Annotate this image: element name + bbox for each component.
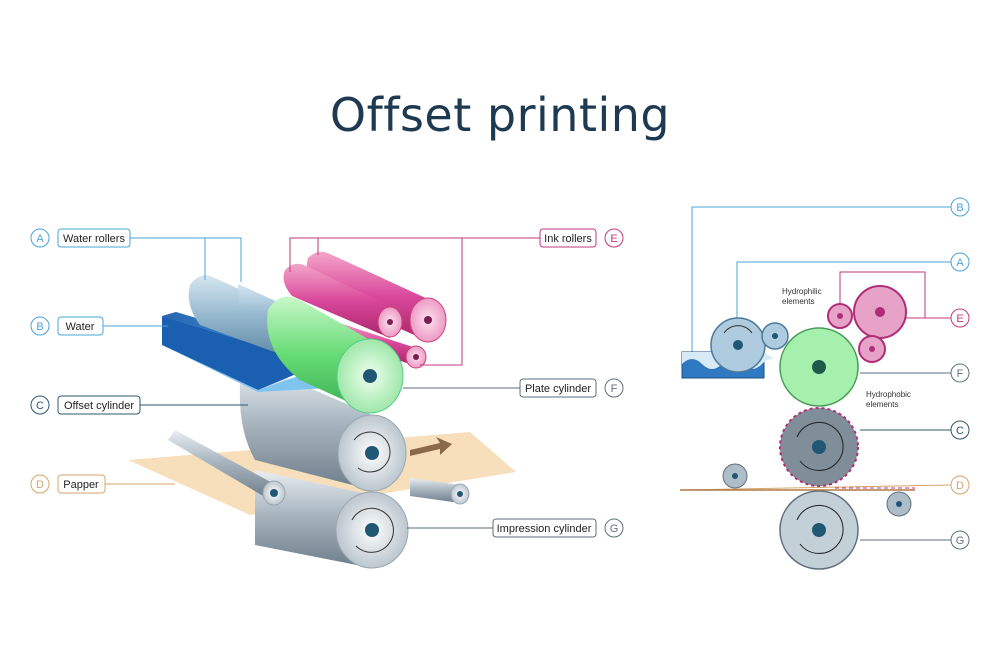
schematic-letter-a: A (950, 252, 970, 272)
hydrophobic-line2: elements (866, 400, 898, 409)
label-e-text: Ink rollers (544, 233, 592, 245)
label-g-letter: G (610, 523, 619, 535)
label-f-text: Plate cylinder (525, 383, 591, 395)
schematic-water-roller-large (710, 317, 766, 373)
label-b-text: Water (66, 321, 95, 333)
paper-guide-roller (168, 430, 286, 506)
plate-cylinder (267, 296, 404, 414)
schematic-plate-cylinder (779, 327, 859, 407)
schematic-letter-d: D (950, 475, 970, 495)
schematic-feed-roller-left (722, 463, 748, 489)
schematic-letter-b: B (950, 197, 970, 217)
svg-text:F: F (957, 368, 964, 380)
hydrophilic-line1: Hydrophilic (782, 287, 822, 296)
svg-text:B: B (956, 202, 963, 214)
schematic-feed-roller-right (886, 491, 912, 517)
schematic-water-roller-small (761, 322, 789, 350)
schematic-offset-cylinder (779, 407, 859, 487)
hydrophilic-line2: elements (782, 297, 814, 306)
schematic-impression-cylinder (779, 490, 859, 570)
hydrophobic-line1: Hydrophobic (866, 390, 911, 399)
left-callout-lines (103, 237, 540, 529)
svg-text:D: D (956, 480, 964, 492)
label-b: B Water (30, 316, 104, 336)
schematic: Hydrophilic elements Hydrophobic element… (679, 197, 970, 570)
paper-feed-roller (410, 478, 470, 505)
label-d-text: Papper (63, 479, 99, 491)
label-d-letter: D (36, 479, 44, 491)
label-a-letter: A (36, 233, 44, 245)
label-f: Plate cylinder F (519, 378, 624, 398)
label-g: Impression cylinder G (492, 518, 624, 538)
label-d: D Papper (30, 474, 106, 494)
label-e: Ink rollers E (539, 228, 624, 248)
label-a: A Water rollers (30, 228, 131, 248)
label-e-letter: E (610, 233, 617, 245)
svg-text:G: G (956, 535, 965, 547)
ink-roller-front (283, 263, 403, 338)
label-g-text: Impression cylinder (497, 523, 592, 535)
offset-cylinder (239, 367, 407, 492)
paper-direction-arrow (410, 437, 452, 456)
svg-text:A: A (956, 257, 964, 269)
schematic-letter-e: E (950, 308, 970, 328)
schematic-ink-roller-left (827, 303, 853, 329)
machine-illustration (128, 251, 516, 569)
schematic-letter-g: G (950, 530, 970, 550)
schematic-letter-f: F (950, 363, 970, 383)
schematic-ink-roller-bottom (858, 335, 886, 363)
label-c-text: Offset cylinder (64, 400, 134, 412)
label-f-letter: F (611, 383, 618, 395)
label-c-letter: C (36, 400, 44, 412)
schematic-ink-roller-large (853, 285, 907, 339)
diagram-title: Offset printing (329, 88, 671, 142)
svg-text:C: C (956, 425, 964, 437)
svg-text:E: E (956, 313, 963, 325)
label-b-letter: B (36, 321, 43, 333)
label-c: C Offset cylinder (30, 395, 141, 415)
schematic-letter-c: C (950, 420, 970, 440)
label-a-text: Water rollers (63, 233, 125, 245)
